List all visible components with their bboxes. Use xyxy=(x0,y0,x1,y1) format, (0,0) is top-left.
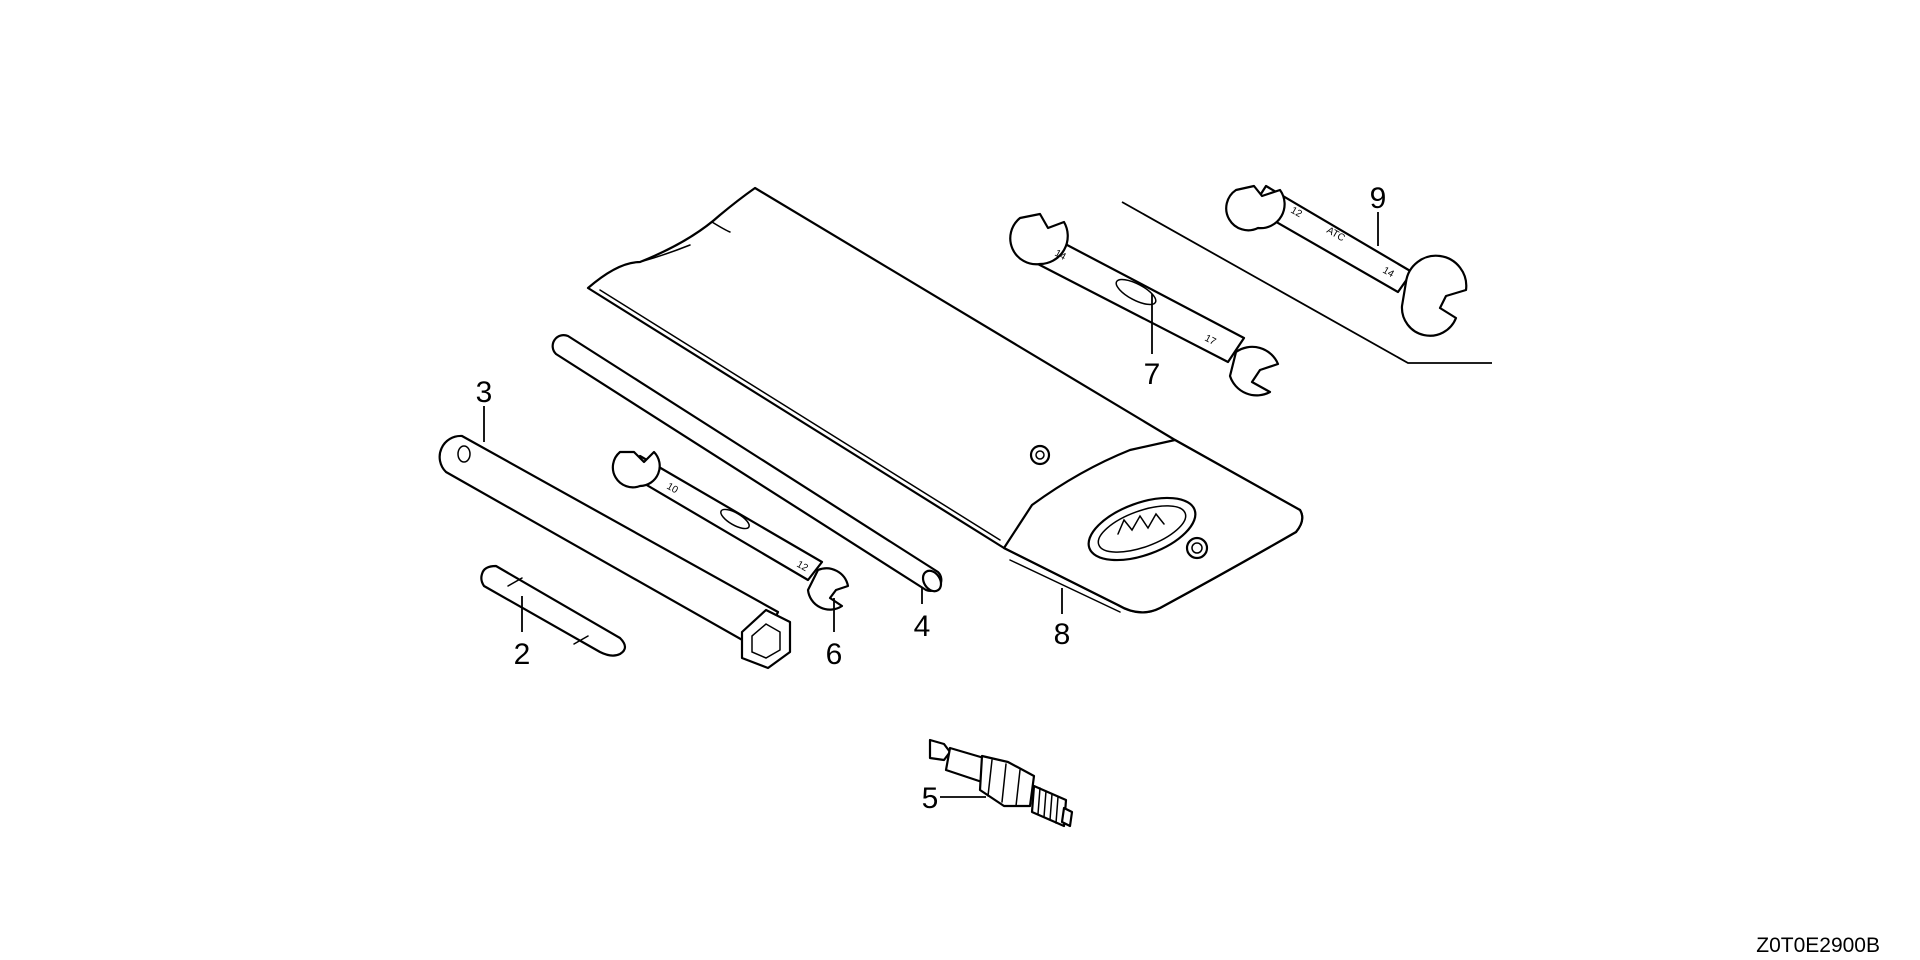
part-9-bracket-line xyxy=(1121,201,1492,364)
snap-button-icon xyxy=(1185,536,1209,560)
tool-bag-part-8[interactable] xyxy=(586,186,1304,614)
callout-4: 4 xyxy=(914,610,931,643)
leader-lines xyxy=(483,212,1379,798)
callout-8: 8 xyxy=(1054,618,1071,651)
box-spanner-part-3[interactable] xyxy=(438,434,792,670)
handle-bar-part-4[interactable] xyxy=(551,334,945,594)
callout-6: 6 xyxy=(826,638,843,671)
wrench-part-9[interactable]: 12 ATC 14 xyxy=(1225,184,1468,337)
diagram-code: Z0T0E2900B xyxy=(1756,934,1880,957)
grip-part-2[interactable] xyxy=(480,564,627,657)
callout-7: 7 xyxy=(1144,358,1161,391)
wrench-9-marking-large: 14 xyxy=(1381,265,1397,280)
spark-plug-part-5[interactable] xyxy=(928,738,1074,828)
wrench-part-6[interactable]: 10 12 xyxy=(611,450,850,611)
callout-3: 3 xyxy=(476,376,493,409)
wrench-9-marking-small: 12 xyxy=(1289,205,1305,220)
wrench-6-marking-small: 10 xyxy=(665,481,681,496)
callout-9: 9 xyxy=(1370,182,1387,215)
wrench-7-marking-large: 17 xyxy=(1203,333,1218,348)
tool-bag-logo-icon xyxy=(1087,496,1197,562)
callout-5: 5 xyxy=(922,782,939,815)
wrench-part-7[interactable]: 14 17 xyxy=(1009,212,1280,397)
wrench-6-marking-large: 12 xyxy=(795,559,811,574)
snap-button-icon xyxy=(1029,444,1051,466)
callout-2: 2 xyxy=(514,638,531,671)
wrench-7-marking-small: 14 xyxy=(1053,248,1068,263)
